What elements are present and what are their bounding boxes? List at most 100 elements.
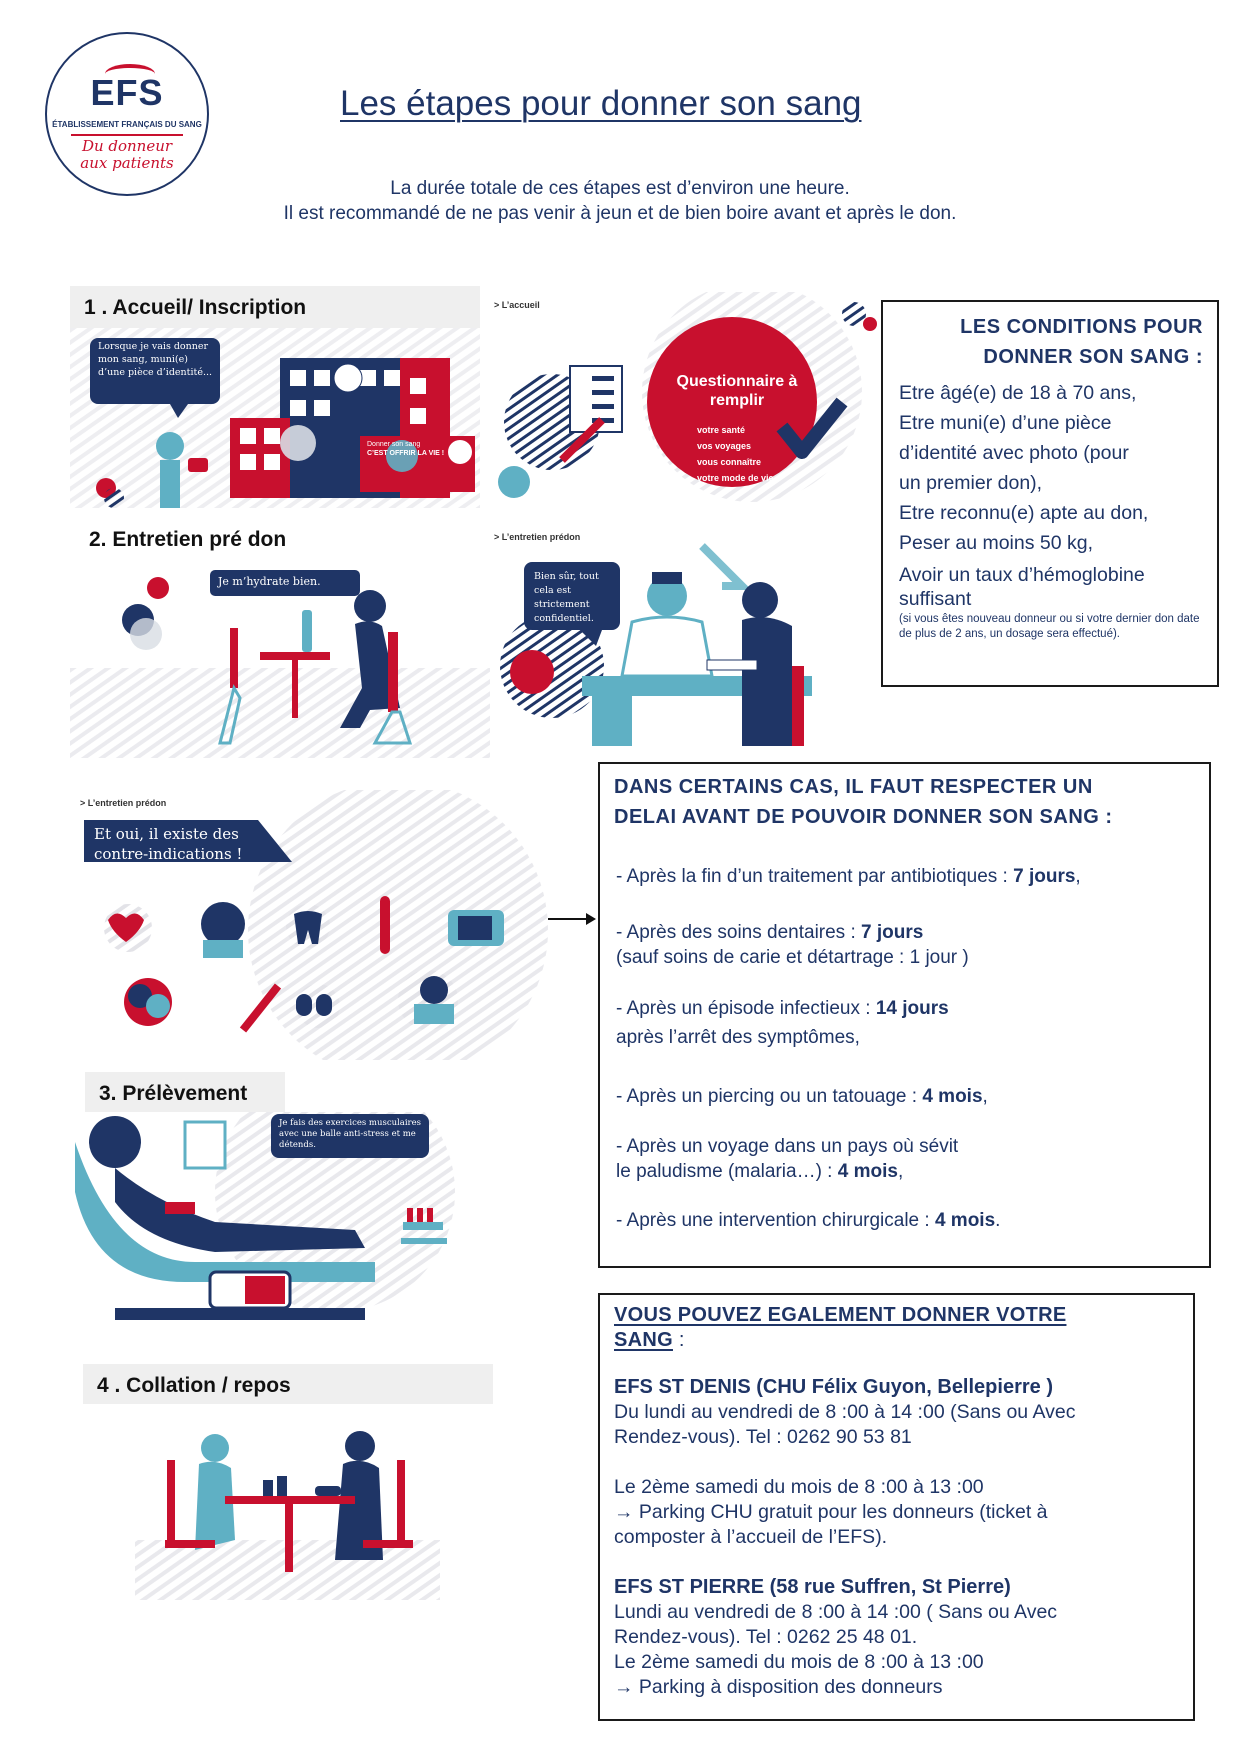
condition-line: d’identité avec photo (pour: [899, 442, 1129, 464]
conditions-title-2: DONNER SON SANG :: [983, 346, 1203, 368]
intro-line-1: La durée totale de ces étapes est d’envi…: [390, 178, 850, 199]
site-line: → Parking CHU gratuit pour les donneurs …: [614, 1501, 1048, 1523]
collation-illustration: [135, 1420, 440, 1600]
prelevement-scene: [75, 1112, 455, 1320]
site-line: composter à l’accueil de l’EFS).: [614, 1526, 888, 1548]
condition-line: Avoir un taux d’hémoglobine: [899, 564, 1145, 586]
delays-box: DANS CERTAINS CAS, IL FAUT RESPECTER UN …: [598, 762, 1211, 1268]
delay-dental: - Après des soins dentaires : 7 jours (s…: [616, 920, 1196, 970]
prelevement-illustration: Je fais des exercices musculaires avec u…: [75, 1112, 475, 1327]
questionnaire-item: vous connaître: [697, 457, 762, 467]
questionnaire-list: votre santé vos voyages vous connaître v…: [697, 422, 807, 486]
site-line: Le 2ème samedi du mois de 8 :00 à 13 :00: [614, 1651, 984, 1673]
logo-tagline-1: Du donneur: [81, 137, 173, 155]
condition-line: Etre muni(e) d’une pièce: [899, 412, 1112, 434]
accueil-speech-bubble: Lorsque je vais donner mon sang, muni(e)…: [98, 341, 212, 378]
logo-org: ÉTABLISSEMENT FRANÇAIS DU SANG: [52, 120, 202, 129]
questionnaire-illustration: > L’accueil Questionnaire à remplir votr…: [492, 292, 882, 514]
delay-surgery: - Après une intervention chirurgicale : …: [616, 1208, 1196, 1233]
locations-title-2: SANG: [614, 1329, 673, 1351]
delay-end: ,: [1075, 866, 1081, 887]
delay-infection: - Après un épisode infectieux : 14 jours…: [616, 996, 1196, 1050]
building-sign: Donner son sang C’EST OFFRIR LA VIE !: [367, 440, 447, 458]
arrow-right-icon: [548, 913, 596, 925]
site-line: → Parking à disposition des donneurs: [614, 1676, 943, 1698]
page-title: Les étapes pour donner son sang: [340, 84, 862, 123]
accueil-caption: > L’accueil: [494, 300, 540, 310]
delay-antibiotics: - Après la fin d’un traitement par antib…: [616, 864, 1196, 889]
condition-line: Peser au moins 50 kg,: [899, 532, 1094, 554]
delay-text: - Après une intervention chirurgicale :: [616, 1210, 935, 1231]
delay-piercing: - Après un piercing ou un tatouage : 4 m…: [616, 1084, 1196, 1109]
intro-line-2: Il est recommandé de ne pas venir à jeun…: [283, 203, 957, 224]
delay-value: 14 jours: [875, 998, 949, 1019]
site-name: EFS ST DENIS (CHU Félix Guyon, Bellepier…: [614, 1376, 1053, 1398]
logo-tagline: Du donneur aux patients: [47, 138, 207, 172]
conditions-title-1: LES CONDITIONS POUR: [960, 316, 1203, 338]
locations-title-1: VOUS POUVEZ EGALEMENT DONNER VOTRE: [614, 1304, 1067, 1326]
hydrate-illustration: Je m’hydrate bien.: [70, 558, 490, 758]
delay-sub: (sauf soins de carie et détartrage : 1 j…: [616, 947, 969, 968]
doctor-scene: [500, 543, 812, 746]
doctor-illustration: > L’entretien prédon Bien sûr, tout cela…: [492, 526, 882, 748]
site-line: Le 2ème samedi du mois de 8 :00 à 13 :00: [614, 1476, 984, 1498]
questionnaire-item: votre santé: [697, 425, 746, 435]
efs-logo: EFS ÉTABLISSEMENT FRANÇAIS DU SANG Du do…: [45, 32, 209, 196]
questionnaire-title: Questionnaire à remplir: [676, 373, 798, 409]
delay-text: - Après des soins dentaires :: [616, 922, 862, 943]
contraindications-illustration: > L’entretien prédon: [78, 790, 558, 1060]
delay-end: .: [995, 1210, 1001, 1231]
building-sign-text: C’EST OFFRIR LA VIE !: [367, 450, 445, 457]
intro-text: La durée totale de ces étapes est d’envi…: [160, 176, 1080, 226]
delay-value: 4 mois: [934, 1210, 996, 1231]
site-line: Rendez-vous). Tel : 0262 90 53 81: [614, 1426, 912, 1448]
delay-value: 4 mois: [922, 1086, 983, 1107]
conditions-list: Etre âgé(e) de 18 à 70 ans, Etre muni(e)…: [899, 378, 1203, 610]
delays-title-1: DANS CERTAINS CAS, IL FAUT RESPECTER UN: [614, 776, 1093, 798]
logo-abbr: EFS: [90, 72, 164, 113]
logo-arc: [105, 64, 155, 84]
delay-text: - Après un voyage dans un pays où sévit: [616, 1136, 959, 1157]
delay-text: - Après un piercing ou un tatouage :: [616, 1086, 923, 1107]
confidential-speech-bubble: Bien sûr, tout cela est strictement conf…: [534, 571, 599, 624]
condition-line: Etre âgé(e) de 18 à 70 ans,: [899, 382, 1137, 404]
logo-tagline-2: aux patients: [80, 154, 174, 172]
building-sign-top: Donner son sang: [367, 441, 421, 448]
delay-sub: le paludisme (malaria…) :: [616, 1161, 838, 1182]
conditions-box: LES CONDITIONS POUR DONNER SON SANG : Et…: [881, 300, 1219, 687]
site-line: Lundi au vendredi de 8 :00 à 14 :00 ( Sa…: [614, 1601, 1058, 1623]
contra-caption: > L’entretien prédon: [80, 798, 167, 808]
site-st-pierre: EFS ST PIERRE (58 rue Suffren, St Pierre…: [614, 1575, 1179, 1700]
site-name: EFS ST PIERRE (58 rue Suffren, St Pierre…: [614, 1576, 1011, 1598]
delay-malaria: - Après un voyage dans un pays où sévit …: [616, 1134, 1196, 1184]
questionnaire-item: votre mode de vie: [697, 473, 774, 483]
accueil-illustration: Lorsque je vais donner mon sang, muni(e)…: [70, 328, 480, 508]
locations-box: VOUS POUVEZ EGALEMENT DONNER VOTRE SANG …: [598, 1293, 1195, 1721]
delay-end: ,: [982, 1086, 988, 1107]
condition-line: suffisant: [899, 588, 972, 610]
delays-title: DANS CERTAINS CAS, IL FAUT RESPECTER UN …: [614, 772, 1195, 832]
delay-sub: après l’arrêt des symptômes,: [616, 1027, 860, 1048]
conditions-title: LES CONDITIONS POUR DONNER SON SANG :: [899, 312, 1203, 372]
predon-caption: > L’entretien prédon: [494, 532, 581, 542]
hydrate-scene: [70, 570, 490, 758]
hydrate-speech-bubble: Je m’hydrate bien.: [218, 575, 321, 588]
delay-text: - Après un épisode infectieux :: [616, 998, 876, 1019]
locations-title: VOUS POUVEZ EGALEMENT DONNER VOTRE SANG …: [614, 1303, 1179, 1353]
delay-value: 4 mois: [837, 1161, 898, 1182]
site-line: Rendez-vous). Tel : 0262 25 48 01.: [614, 1626, 918, 1648]
prelevement-speech-bubble: Je fais des exercices musculaires avec u…: [279, 1118, 422, 1150]
locations-title-end: :: [672, 1329, 685, 1351]
contra-speech-bubble: Et oui, il existe des contre-indications…: [94, 825, 243, 863]
condition-line: un premier don),: [899, 472, 1043, 494]
delay-value: 7 jours: [1013, 866, 1076, 887]
questionnaire-scene: [498, 292, 877, 502]
step-1-header: 1 . Accueil/ Inscription: [70, 286, 480, 328]
conditions-note: (si vous êtes nouveau donneur ou si votr…: [899, 613, 1200, 640]
delay-text: - Après la fin d’un traitement par antib…: [616, 866, 1014, 887]
accueil-scene: [70, 328, 480, 508]
delays-title-2: DELAI AVANT DE POUVOIR DONNER SON SANG :: [614, 806, 1113, 828]
site-line: Du lundi au vendredi de 8 :00 à 14 :00 (…: [614, 1401, 1076, 1423]
logo-divider: [71, 134, 183, 136]
contra-icons: [104, 896, 504, 1033]
